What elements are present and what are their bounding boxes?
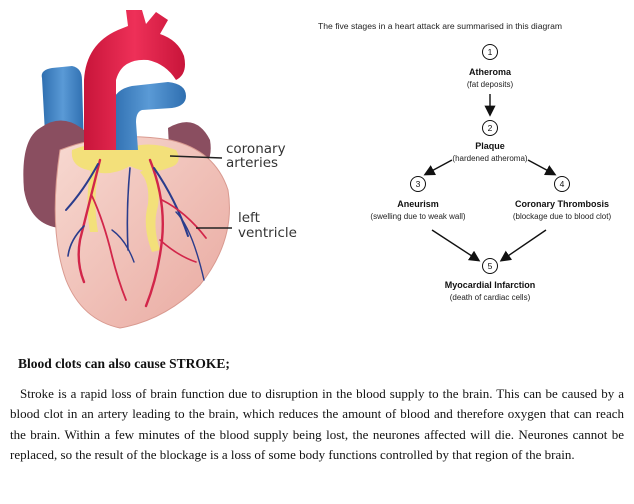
coronary-vessels xyxy=(65,158,207,308)
svg-text:(fat deposits): (fat deposits) xyxy=(467,80,514,89)
svg-text:Atheroma: Atheroma xyxy=(469,67,512,77)
coronary-pointer xyxy=(169,155,223,159)
stage-4: 4 Coronary Thrombosis (blockage due to b… xyxy=(513,176,612,221)
stroke-paragraph: Stroke is a rapid loss of brain function… xyxy=(10,386,624,462)
label-left: left xyxy=(238,210,260,226)
label-coronary-1: coronary xyxy=(226,141,286,157)
arrow-2-3 xyxy=(423,159,453,176)
svg-text:Plaque: Plaque xyxy=(475,141,505,151)
stage-5: 5 Myocardial Infarction (death of cardia… xyxy=(445,258,536,302)
stage-3: 3 Aneurism (swelling due to weak wall) xyxy=(370,176,466,221)
svg-text:2: 2 xyxy=(488,123,493,133)
svg-text:(hardened atheroma): (hardened atheroma) xyxy=(452,154,527,163)
svg-text:3: 3 xyxy=(416,179,421,189)
svg-text:4: 4 xyxy=(560,179,565,189)
flow-caption: The five stages in a heart attack are su… xyxy=(318,21,562,31)
stroke-heading: Blood clots can also cause STROKE; xyxy=(18,356,230,371)
svg-text:(blockage due to blood clot): (blockage due to blood clot) xyxy=(513,212,612,221)
heart-illustration: coronary arteries left ventricle xyxy=(23,10,297,329)
svg-text:1: 1 xyxy=(488,47,493,57)
svg-text:(swelling due to weak wall): (swelling due to weak wall) xyxy=(370,212,465,221)
stage-1: 1 Atheroma (fat deposits) xyxy=(467,44,514,89)
svg-text:Aneurism: Aneurism xyxy=(397,199,439,209)
svg-text:(death of cardiac cells): (death of cardiac cells) xyxy=(450,293,531,302)
pulmonary-artery xyxy=(112,82,186,150)
svg-text:5: 5 xyxy=(488,261,493,271)
arrow-4-5 xyxy=(499,229,547,262)
svg-text:Myocardial Infarction: Myocardial Infarction xyxy=(445,280,536,290)
aorta xyxy=(84,10,185,150)
arrow-3-5 xyxy=(431,229,481,262)
arrow-2-4 xyxy=(527,159,557,176)
svg-text:Coronary Thrombosis: Coronary Thrombosis xyxy=(515,199,609,209)
stage-2: 2 Plaque (hardened atheroma) xyxy=(452,120,528,163)
label-coronary-2: arteries xyxy=(226,155,278,171)
heart-attack-flow-diagram: The five stages in a heart attack are su… xyxy=(318,21,612,302)
label-ventricle: ventricle xyxy=(238,225,297,241)
ventricle-muscle xyxy=(54,136,230,329)
